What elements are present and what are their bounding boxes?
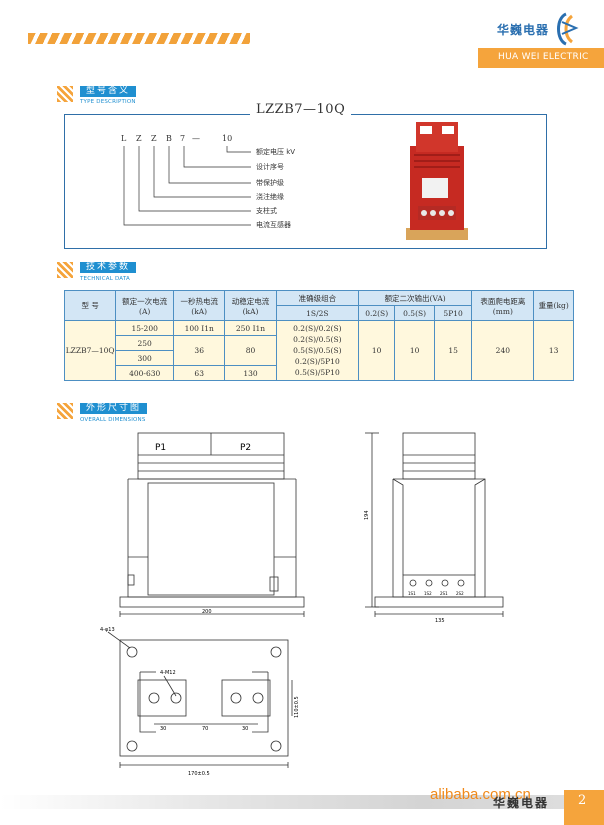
col-header-model: 型 号	[63, 290, 117, 321]
cell-dynamic: 130	[224, 365, 277, 381]
section-title-type: 型号含义	[80, 86, 137, 97]
product-image	[406, 122, 468, 240]
cell-dynamic: 250 I1n	[224, 320, 277, 336]
legend-item: 额定电压 kV	[256, 148, 296, 156]
code-char: 7	[180, 134, 186, 143]
cell-out-02: 10	[357, 320, 396, 381]
dim-base-height: 110±0.5	[294, 696, 300, 718]
legend-item: 浇注绝缘	[256, 193, 284, 201]
tech-data-table: 型 号 额定一次电流 (A) 一秒热电流(kA) 动稳定电流(kA) 准确级组合…	[63, 290, 574, 381]
section-subtitle-type: TYPE DESCRIPTION	[80, 99, 136, 105]
col-header-dynamic: 动稳定电流(kA)	[224, 290, 277, 321]
page-number-box: 2	[564, 790, 604, 825]
terminal-label: 1S1	[408, 591, 416, 596]
code-char: L	[121, 134, 127, 143]
col-subheader-02: 0.2(S)	[357, 305, 396, 321]
terminal-label: 2S2	[456, 591, 464, 596]
model-title: LZZB7—10Q	[250, 102, 352, 117]
header-stripes	[28, 33, 250, 44]
col-header-accuracy: 准确级组合	[275, 290, 360, 306]
dim-side-height: 194	[364, 510, 370, 520]
terminal-p2-label: P2	[240, 443, 251, 453]
thread-callout: 4-M12	[160, 670, 176, 676]
col-subheader-5p10: 5P10	[433, 305, 473, 321]
cell-current: 300	[115, 350, 175, 366]
section-bullet-icon	[57, 403, 73, 419]
dim-side-width: 135	[435, 618, 445, 624]
cell-thermal: 36	[173, 335, 226, 366]
front-view-drawing: P1 P2 200	[119, 432, 305, 617]
col-subheader-accuracy: 1S/2S	[275, 305, 360, 321]
footer-brand: 华巍电器	[493, 796, 550, 810]
watermark: alibaba.com.cn	[430, 786, 531, 803]
brand-name-cn: 华巍电器	[497, 23, 550, 37]
cell-thermal: 63	[173, 365, 226, 381]
section-bullet-icon	[57, 262, 73, 278]
legend-item: 支柱式	[256, 207, 277, 215]
brand-logo-icon	[557, 12, 579, 46]
terminal-label: 2S1	[440, 591, 448, 596]
code-char: Z	[151, 134, 157, 143]
col-subheader-05: 0.5(S)	[394, 305, 435, 321]
cell-weight: 13	[533, 320, 574, 381]
col-header-secondary: 额定二次输出(VA)	[357, 290, 473, 306]
legend-item: 带保护级	[256, 179, 284, 187]
terminal-label: 1S2	[424, 591, 432, 596]
dim-70: 70	[202, 726, 208, 732]
cell-current: 15-200	[115, 320, 175, 336]
accuracy-item: 0.2(S)/0.2(S)	[293, 324, 342, 333]
terminal-p1-label: P1	[155, 443, 166, 453]
col-header-creepage: 表面爬电距离(mm)	[471, 290, 535, 321]
section-title-dims: 外形尺寸图	[80, 403, 148, 414]
cell-out-5p10: 15	[433, 320, 473, 381]
cell-creepage: 240	[471, 320, 535, 381]
cell-out-05: 10	[394, 320, 435, 381]
code-leader-lines	[123, 146, 251, 226]
cell-model: LZZB7—10Q	[63, 320, 117, 381]
section-bullet-icon	[57, 86, 73, 102]
code-char: 10	[222, 134, 233, 143]
col-header-current: 额定一次电流 (A)	[115, 290, 175, 321]
accuracy-item: 0.2(S)/5P10	[294, 357, 340, 366]
base-plan-drawing: 4-φ13 4-M12 30 70 30 110±0.5 170±0.5	[100, 627, 300, 777]
dim-base-width: 170±0.5	[188, 771, 210, 777]
accuracy-item: 0.5(S)/5P10	[294, 368, 340, 377]
accuracy-item: 0.5(S)/0.5(S)	[293, 346, 342, 355]
section-subtitle-dims: OVERALL DIMENSIONS	[80, 417, 146, 423]
brand-band	[478, 48, 604, 68]
legend-item: 设计序号	[256, 163, 284, 171]
dim-front-width: 200	[202, 609, 212, 615]
cell-accuracy: 0.2(S)/0.2(S) 0.2(S)/0.5(S) 0.5(S)/0.5(S…	[275, 320, 360, 381]
legend-item: 电流互感器	[256, 221, 291, 229]
brand-name-en: HUA WEI ELECTRIC	[498, 52, 589, 62]
hole-callout: 4-φ13	[100, 627, 115, 633]
dim-30-right: 30	[242, 726, 248, 732]
section-title-tech: 技术参数	[80, 262, 137, 273]
footer-band	[0, 795, 604, 809]
cell-thermal: 100 I1n	[173, 320, 226, 336]
code-char: Z	[136, 134, 142, 143]
col-header-weight: 重量(kg)	[533, 290, 574, 321]
accuracy-item: 0.2(S)/0.5(S)	[293, 335, 342, 344]
code-char: —	[192, 134, 200, 143]
dim-30-left: 30	[160, 726, 166, 732]
code-char: B	[166, 134, 172, 143]
col-header-thermal: 一秒热电流(kA)	[173, 290, 226, 321]
section-subtitle-tech: TECHNICAL DATA	[80, 276, 130, 282]
page-number: 2	[578, 793, 587, 808]
cell-dynamic: 80	[224, 335, 277, 366]
side-view-drawing: 194 135 1S1 1S2 2S1 2S2	[364, 432, 504, 624]
cell-current: 400-630	[115, 365, 175, 381]
cell-current: 250	[115, 335, 175, 351]
